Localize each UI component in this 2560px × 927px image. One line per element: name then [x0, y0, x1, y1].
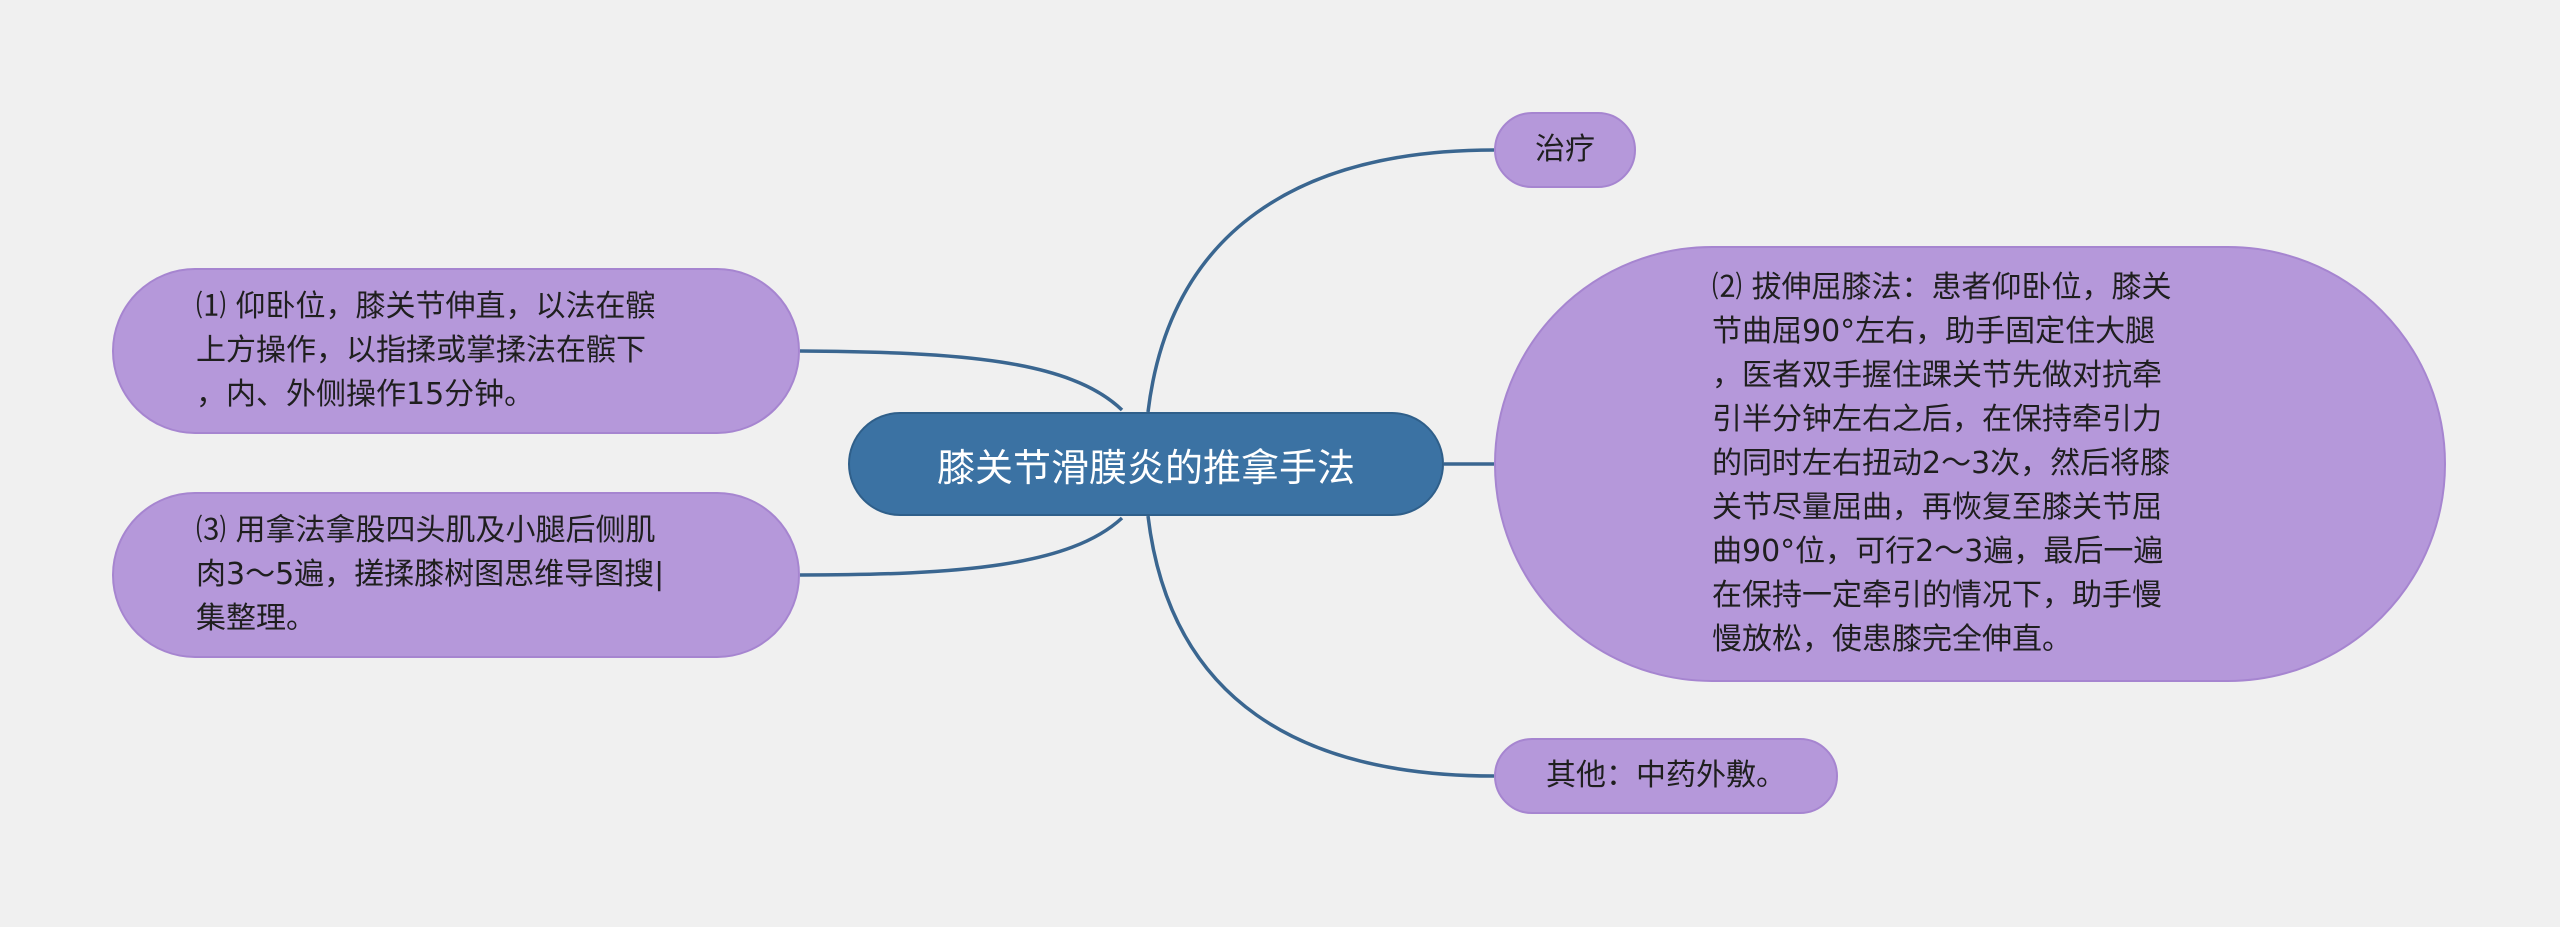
branch-label-qita: 其他：中药外敷。 — [1546, 758, 1786, 793]
branch-label-step1: ⑴ 仰卧位，膝关节伸直，以法在髌 上方操作，以指揉或掌揉法在髌下 ，内、外侧操作… — [196, 289, 656, 412]
branch-node-step1[interactable]: ⑴ 仰卧位，膝关节伸直，以法在髌 上方操作，以指揉或掌揉法在髌下 ，内、外侧操作… — [112, 268, 800, 434]
branch-label-zhiliao: 治疗 — [1535, 132, 1595, 167]
connector-qita — [1146, 515, 1495, 778]
connector-step3 — [799, 516, 1124, 577]
branch-node-zhiliao[interactable]: 治疗 — [1494, 112, 1636, 188]
central-topic[interactable]: 膝关节滑膜炎的推拿手法 — [848, 412, 1444, 516]
branch-node-step3[interactable]: ⑶ 用拿法拿股四头肌及小腿后侧肌 肉3～5遍，搓揉膝树图思维导图搜| 集整理。 — [112, 492, 800, 658]
connector-zhiliao — [1146, 148, 1495, 413]
branch-label-step2: ⑵ 拔伸屈膝法：患者仰卧位，膝关 节曲屈90°左右，助手固定住大腿 ，医者双手握… — [1712, 270, 2172, 657]
central-topic-label: 膝关节滑膜炎的推拿手法 — [936, 445, 1355, 490]
branch-node-step2[interactable]: ⑵ 拔伸屈膝法：患者仰卧位，膝关 节曲屈90°左右，助手固定住大腿 ，医者双手握… — [1494, 246, 2446, 682]
branch-node-qita[interactable]: 其他：中药外敷。 — [1494, 738, 1838, 814]
branch-label-step3: ⑶ 用拿法拿股四头肌及小腿后侧肌 肉3～5遍，搓揉膝树图思维导图搜| 集整理。 — [196, 513, 665, 636]
connector-step1 — [799, 349, 1124, 412]
